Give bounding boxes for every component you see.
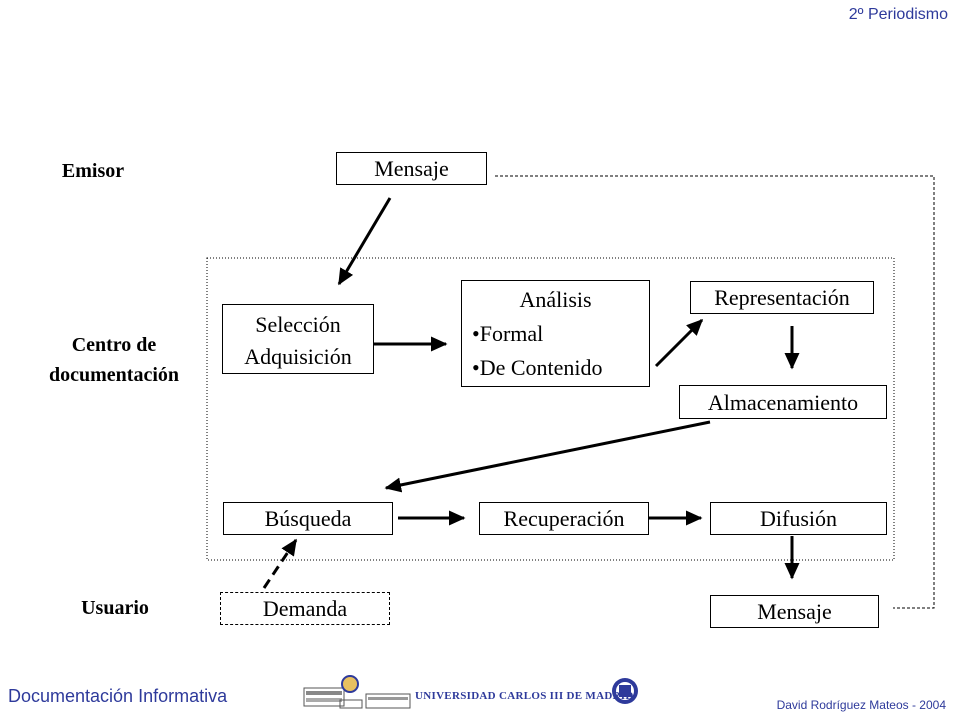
footer-subject: Documentación Informativa (8, 686, 228, 706)
node-analisis-item1: •Formal (472, 321, 544, 346)
centro-frame (206, 257, 895, 561)
arrow-demanda-busqueda (262, 538, 298, 589)
node-representacion: Representación (690, 281, 874, 314)
node-demanda: Demanda (220, 592, 390, 625)
node-busqueda: Búsqueda (223, 502, 393, 535)
arrow-analisis-representacion (654, 318, 704, 368)
university-logo (303, 675, 638, 709)
arrow-mensaje-seleccion (337, 197, 392, 286)
node-mensaje-top: Mensaje (336, 152, 487, 185)
role-centro-line1: Centro de (71, 334, 157, 356)
node-difusion: Difusión (710, 502, 887, 535)
arrow-almacenamiento-busqueda (384, 420, 711, 493)
role-centro-line2: documentación (49, 364, 179, 386)
node-mensaje-bottom: Mensaje (710, 595, 879, 628)
university-name: UNIVERSIDAD CARLOS III DE MADRID (415, 690, 634, 702)
node-analisis-title: Análisis (519, 287, 592, 312)
feedback-line (495, 175, 935, 609)
footer-author: David Rodríguez Mateos - 2004 (776, 698, 946, 712)
node-analisis: Análisis •Formal •De Contenido (461, 280, 650, 387)
node-seleccion-line2: Adquisición (244, 344, 352, 369)
node-analisis-item2: •De Contenido (472, 355, 603, 380)
node-seleccion-line1: Selección (255, 312, 341, 337)
role-emisor: Emisor (61, 160, 125, 182)
node-recuperacion: Recuperación (479, 502, 649, 535)
role-centro: Centro de documentación (14, 330, 214, 390)
node-almacenamiento: Almacenamiento (679, 385, 887, 419)
course-label: 2º Periodismo (848, 6, 948, 23)
role-usuario: Usuario (81, 597, 149, 619)
node-seleccion: Selección Adquisición (222, 304, 374, 374)
